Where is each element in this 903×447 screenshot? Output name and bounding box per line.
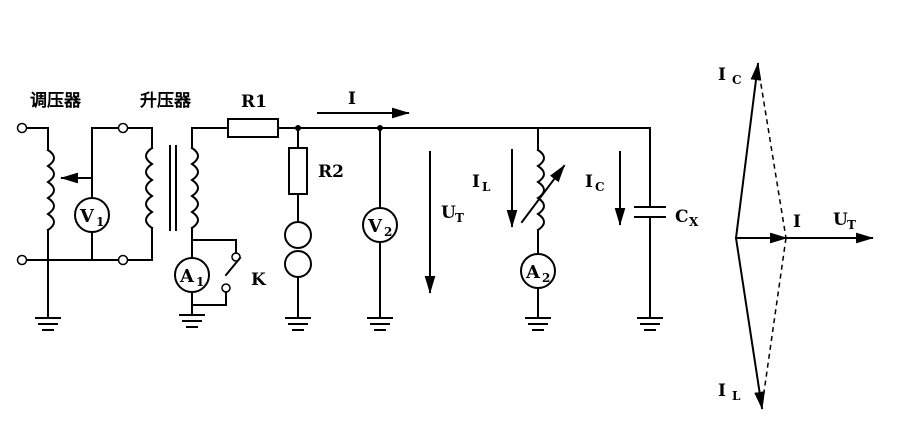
- inductor-branch: A 2: [520, 127, 566, 331]
- phasor-ic-label: I: [718, 65, 726, 85]
- current-ic-label: I: [585, 172, 593, 192]
- phasor-diagram: I C I L I U T: [718, 62, 874, 410]
- resistor-r2: [288, 147, 308, 195]
- inductor-adjust-arrow: [520, 164, 566, 224]
- capacitor-cx-sub: X: [689, 215, 699, 229]
- capacitor-branch: [634, 127, 666, 331]
- phasor-ut-label: U: [833, 210, 848, 230]
- meter-a1-sub: 1: [196, 275, 204, 289]
- capacitor-cx-label: C: [675, 207, 689, 227]
- voltage-regulator: [16, 122, 129, 331]
- phasor-ic-vector: [734, 62, 762, 240]
- switch-k-label: K: [251, 270, 267, 290]
- variable-inductor: [536, 148, 545, 232]
- phasor-il-label: I: [718, 381, 726, 401]
- phasor-dashed-lower: [761, 237, 787, 407]
- voltmeter-v2-branch: V 2: [362, 127, 398, 331]
- resistor-r1: [227, 118, 279, 138]
- phasor-i-label: I: [793, 212, 801, 232]
- resistor-r2-label: R2: [318, 162, 344, 182]
- regulator-output-bottom: [117, 254, 129, 266]
- step-up-label: 升压器: [140, 91, 192, 111]
- current-il-sub: L: [482, 180, 491, 194]
- input-terminal-bottom: [16, 254, 28, 266]
- ammeter-a1: A 1: [174, 257, 210, 293]
- voltage-ut-label: U: [441, 203, 456, 223]
- ground-symbol: [285, 317, 311, 331]
- step-up-transformer: [127, 127, 229, 261]
- input-terminal-top: [16, 122, 28, 134]
- voltage-ut-sub: T: [455, 211, 464, 225]
- switch-k: [191, 239, 242, 306]
- phasor-dashed-upper: [757, 65, 787, 239]
- regulator-output-top: [117, 122, 129, 134]
- r2-branch: [284, 127, 312, 331]
- phasor-ic-sub: C: [732, 73, 742, 87]
- ground-symbol: [179, 314, 205, 328]
- current-il-label: I: [472, 172, 480, 192]
- discharge-tube-1: [284, 221, 312, 249]
- current-ic-sub: C: [595, 180, 605, 194]
- regulator-coil: [46, 148, 55, 232]
- phasor-il-sub: L: [732, 389, 741, 403]
- regulator-label: 调压器: [30, 91, 82, 111]
- meter-v1-label: V: [79, 206, 95, 227]
- ground-symbol: [35, 317, 61, 331]
- primary-coil: [145, 146, 154, 230]
- meter-a1-label: A: [179, 266, 195, 287]
- current-i-label: I: [348, 89, 356, 109]
- ground-symbol: [525, 317, 551, 331]
- resistor-r1-label: R1: [241, 92, 267, 112]
- phasor-il-vector: [734, 236, 765, 410]
- meter-a2-label: A: [525, 262, 541, 283]
- meter-v2-label: V: [367, 216, 383, 237]
- ground-symbol: [367, 317, 393, 331]
- meter-v2-sub: 2: [384, 225, 392, 239]
- secondary-coil: [190, 146, 199, 230]
- voltmeter-v1: V 1: [74, 197, 110, 233]
- phasor-ut-sub: T: [847, 218, 856, 232]
- ground-symbol: [637, 317, 663, 331]
- discharge-tube-2: [284, 250, 312, 278]
- meter-a2-sub: 2: [542, 271, 550, 285]
- meter-v1-sub: 1: [96, 215, 104, 229]
